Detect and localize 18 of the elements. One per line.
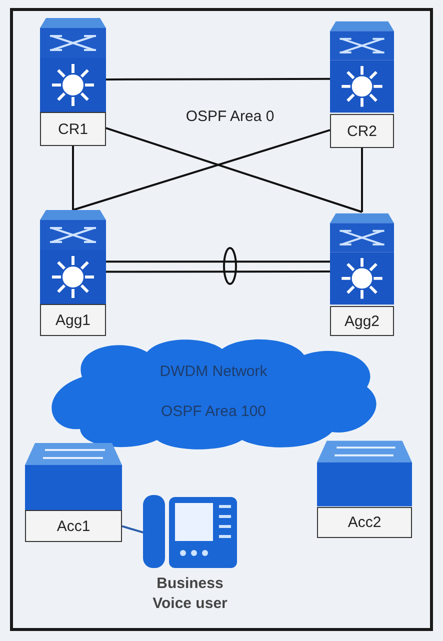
device-label: Acc2: [317, 507, 412, 538]
network-link: [72, 146, 74, 210]
device-label: CR2: [330, 114, 394, 148]
network-link: [106, 127, 362, 213]
network-link: [106, 260, 330, 263]
area-label: OSPF Area 0: [184, 108, 276, 125]
network-link: [361, 148, 363, 212]
cloud-label: OSPF Area 100: [160, 403, 268, 420]
network-link: [72, 129, 330, 211]
device-label: CR1: [40, 112, 106, 146]
device-label: Agg2: [330, 306, 394, 336]
network-link: [106, 78, 330, 80]
user-label: Business Voice user: [152, 574, 228, 614]
device-label: Agg1: [40, 304, 106, 336]
network-link: [106, 270, 330, 273]
device-label: Acc1: [25, 510, 122, 542]
network-link: [122, 525, 144, 534]
cloud-label: DWDM Network: [158, 363, 268, 380]
